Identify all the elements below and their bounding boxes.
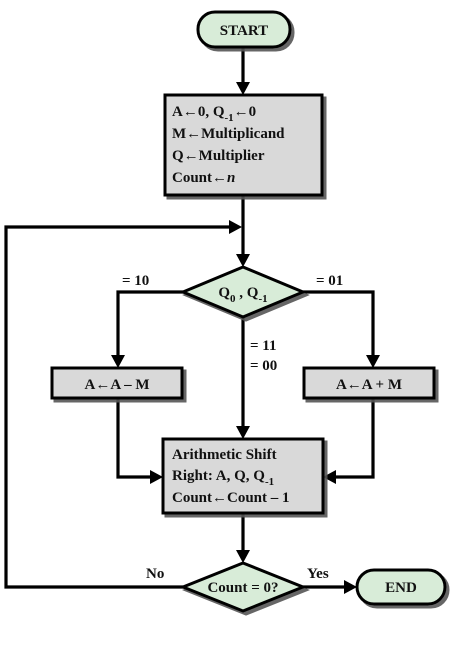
decision-count-shape [178, 561, 308, 613]
arrowhead-end [344, 580, 357, 594]
subtract-label: A←A – M [85, 377, 150, 393]
end-terminal-shape [355, 568, 447, 606]
init-line-4-main: Count← [172, 170, 227, 186]
arrowhead-count [236, 550, 250, 563]
arrowhead-shift-right [323, 470, 336, 484]
arrowhead-decision [236, 254, 250, 267]
subtract-box: A←A – M [50, 366, 184, 400]
init-line-2: M←Multiplicand [172, 126, 285, 142]
init-line-1-tail: ←0 [234, 104, 257, 120]
add-box-shape [302, 366, 436, 400]
decision-q0: Q [218, 285, 230, 301]
add-label: A←A + M [336, 377, 402, 393]
init-line-1: A←0, Q-1←0 [172, 104, 256, 124]
init-process-box: A←0, Q-1←0 M←Multiplicand Q←Multiplier C… [163, 93, 324, 197]
shift-line-1: Arithmetic Shift [172, 447, 277, 463]
arrowhead-loop [229, 220, 242, 234]
edge-decision-to-add [303, 290, 375, 357]
branch-label-yes: Yes [307, 566, 329, 582]
branch-label-eq00: = 00 [250, 358, 277, 374]
subtract-box-shape [50, 366, 184, 400]
shift-line-2-main: Right: A, Q, Q [172, 468, 265, 484]
decision-q0-q-1-shape [179, 265, 307, 319]
branch-label-eq01: = 01 [316, 273, 343, 289]
shift-line-3: Count←Count – 1 [172, 490, 290, 506]
start-label: START [220, 23, 268, 39]
init-line-1-main: A←0, Q [172, 104, 225, 120]
init-process-shape [163, 93, 324, 197]
shift-line-2: Right: A, Q, Q-1 [172, 468, 274, 488]
arithmetic-shift-box: Arithmetic Shift Right: A, Q, Q-1 Count←… [161, 437, 325, 515]
edge-loop-back [4, 225, 231, 589]
decision-q0-q-1: Q0 , Q-1 [179, 265, 307, 319]
branch-label-eq10: = 10 [122, 273, 149, 289]
decision-q0-sub: 0 [230, 293, 236, 305]
arrowhead-init [236, 82, 250, 95]
edge-decision-to-subtract [116, 290, 183, 357]
init-line-1-sub: -1 [225, 112, 234, 124]
edge-subtract-to-shift [116, 398, 152, 479]
init-count-var: n [227, 170, 235, 186]
start-terminal-shape [196, 10, 292, 49]
branch-label-eq11: = 11 [250, 338, 276, 354]
init-line-4: Count←n [172, 170, 235, 186]
decision-sep: , [236, 285, 247, 301]
end-label: END [385, 580, 417, 596]
start-terminal: START [196, 10, 292, 49]
decision-count: Count = 0? [178, 561, 308, 613]
decision-q-label: Q0 , Q-1 [218, 285, 267, 305]
edge-add-to-shift [334, 398, 375, 479]
arrowhead-shift-center [236, 426, 250, 439]
decision-q1: Q [247, 285, 259, 301]
decision-count-label: Count = 0? [207, 580, 278, 596]
arithmetic-shift-shape [161, 437, 325, 515]
shift-line-2-sub: -1 [265, 476, 274, 488]
add-box: A←A + M [302, 366, 436, 400]
branch-label-no: No [146, 566, 164, 582]
arrowhead-add [366, 355, 380, 368]
decision-q1-sub: -1 [258, 293, 267, 305]
init-line-3: Q←Multiplier [172, 148, 265, 164]
arrowhead-subtract [111, 355, 125, 368]
end-terminal: END [355, 568, 447, 606]
arrowhead-shift-left [150, 470, 163, 484]
